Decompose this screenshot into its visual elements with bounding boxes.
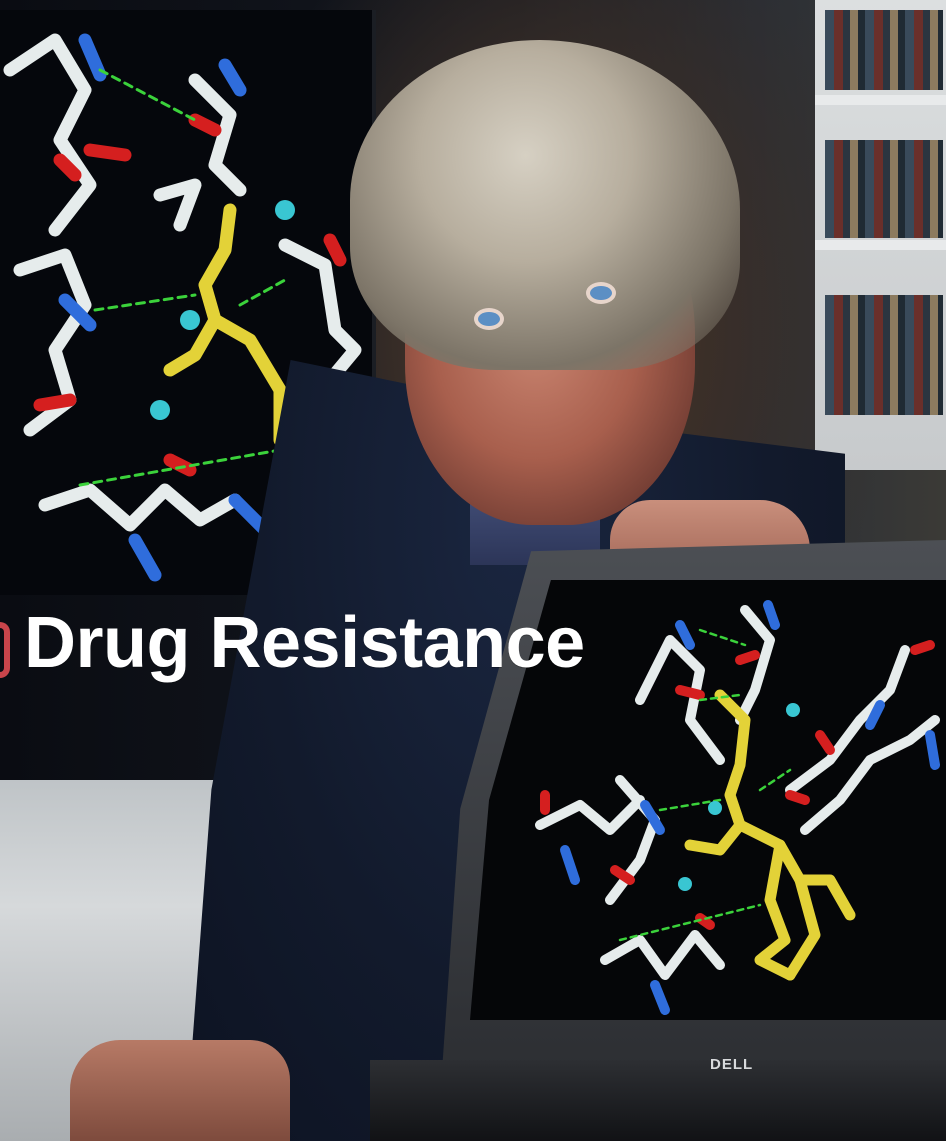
- book-row: [825, 10, 943, 90]
- shelf-board: [815, 240, 946, 250]
- left-eye: [478, 312, 500, 326]
- right-eye: [590, 286, 612, 300]
- headline-title: Drug Resistance: [24, 603, 585, 683]
- book-row: [825, 140, 943, 238]
- headline-edge-letter: [0, 622, 10, 678]
- hand-on-keyboard: [70, 1040, 290, 1141]
- person-hair: [350, 40, 740, 370]
- laptop-keyboard: [370, 1060, 946, 1141]
- dell-logo-icon: DELL: [710, 1056, 754, 1073]
- shelf-board: [815, 95, 946, 105]
- book-row: [825, 295, 943, 415]
